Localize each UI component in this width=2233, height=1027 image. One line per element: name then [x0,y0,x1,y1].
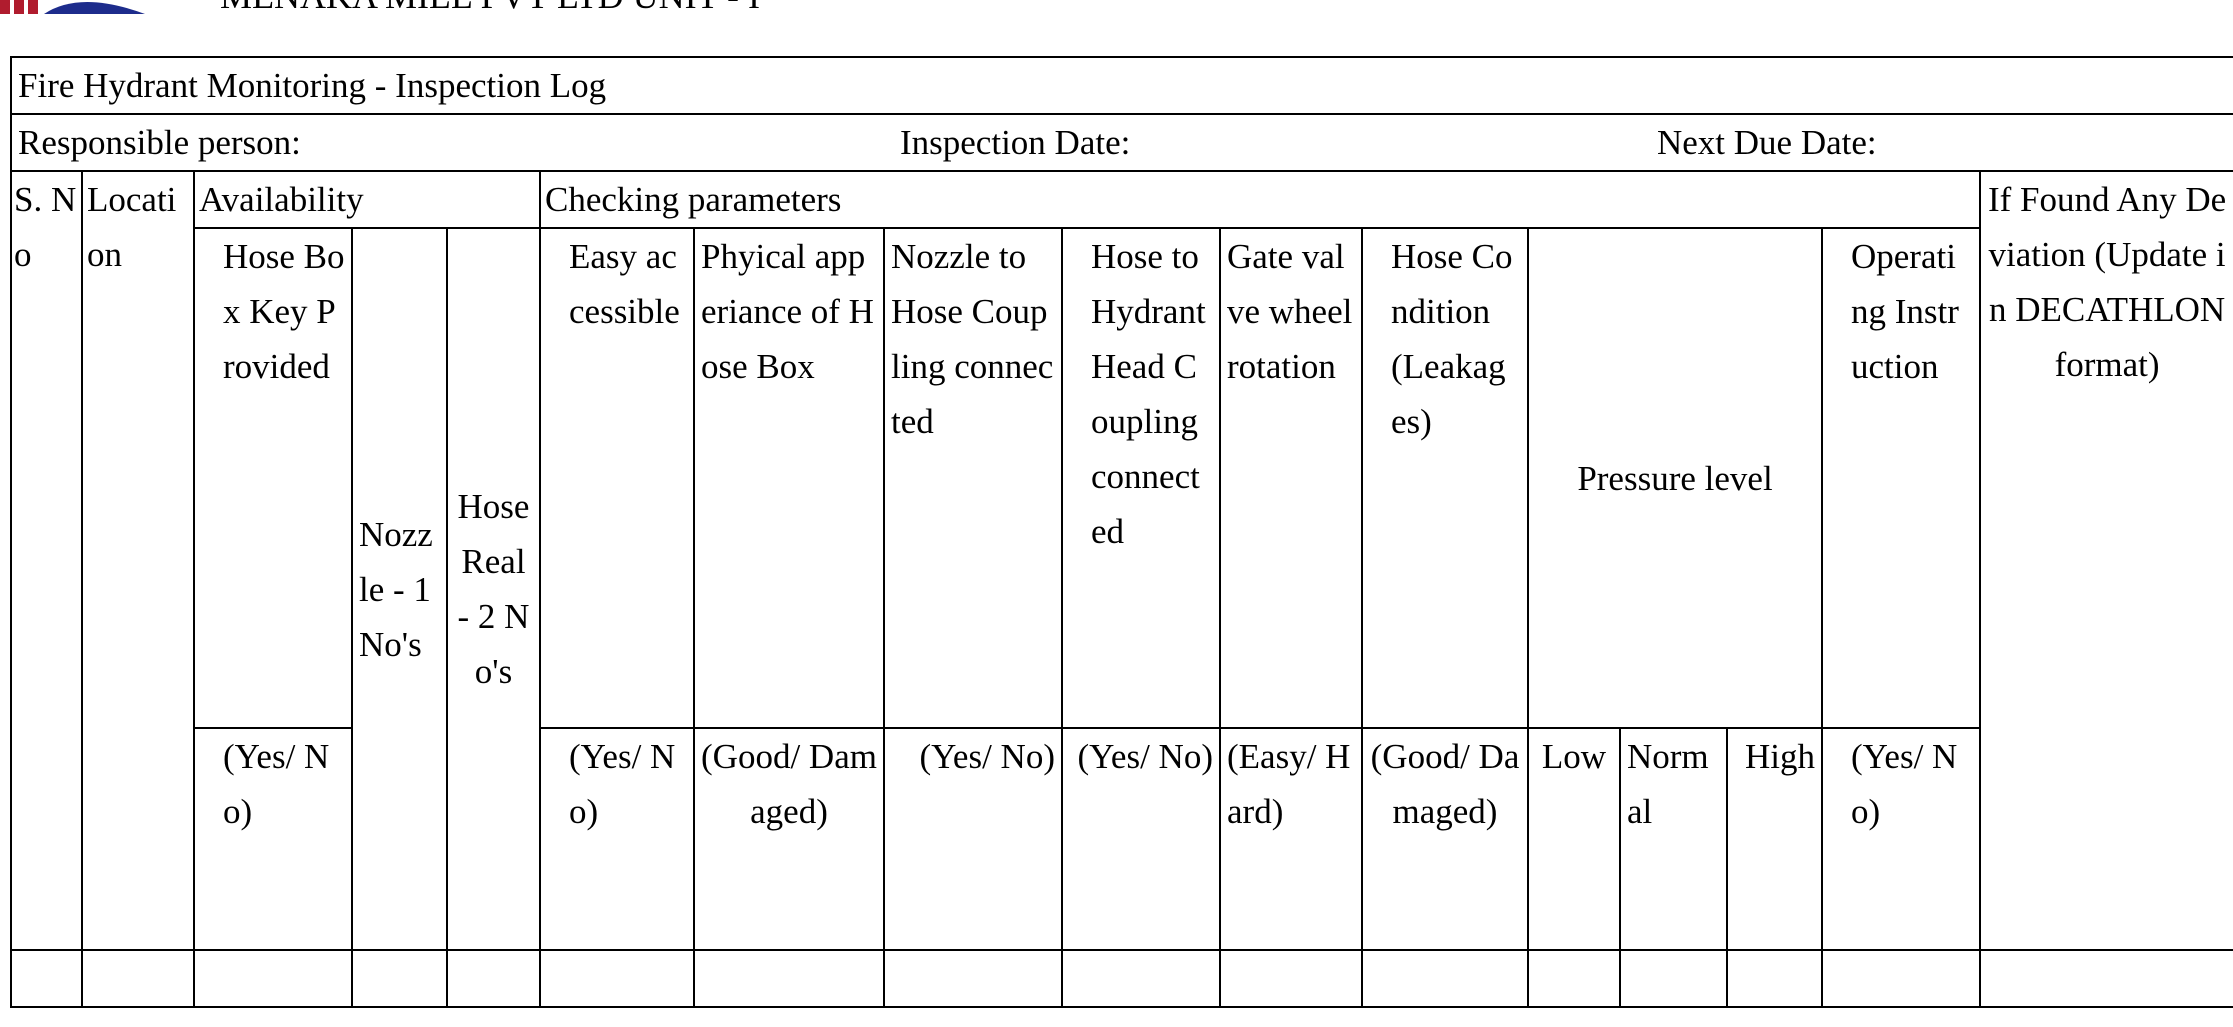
col-gate-valve: Gate valve wheel rotation [1219,227,1363,729]
col-hose-box-key: Hose Box Key Provided [193,227,353,729]
entry-pressure-normal[interactable] [1619,949,1728,1008]
col-pressure-level: Pressure level [1527,227,1823,729]
company-logo [0,0,150,14]
entry-gate-valve[interactable] [1219,949,1363,1008]
col-availability: Availability [193,170,541,229]
entry-sno[interactable] [10,949,83,1008]
entry-deviation[interactable] [1978,949,2233,1008]
col-physical-appearance: Phyical apperiance of Hose Box [693,227,885,729]
opt-easy-access: (Yes/ No) [539,727,695,951]
log-title: Fire Hydrant Monitoring - Inspection Log [9,56,2233,115]
col-nozzle: Nozzle - 1 No's [351,227,448,951]
inspection-date-label: Inspection Date: [900,123,1131,162]
opt-physical-appearance: (Good/ Damaged) [693,727,885,951]
opt-hose-box-key: (Yes/ No) [193,727,353,951]
entry-hose-reel[interactable] [446,949,541,1008]
col-location: Location [81,170,195,951]
opt-pressure-high: High [1726,727,1823,951]
opt-gate-valve: (Easy/ Hard) [1219,727,1363,951]
entry-easy-access[interactable] [539,949,695,1008]
opt-operating-instruction: (Yes/ No) [1821,727,1981,951]
company-name: MENAKA MILL PVT LTD UNIT - I [220,0,760,14]
entry-pressure-high[interactable] [1726,949,1823,1008]
col-checking-parameters: Checking parameters [539,170,1981,229]
col-deviation: If Found Any Deviation (Update in DECATH… [1978,170,2233,951]
col-hose-to-hydrant: Hose to Hydrant Head Coupling connected [1061,227,1221,729]
entry-location[interactable] [81,949,195,1008]
col-operating-instruction: Operating Instruction [1821,227,1981,729]
entry-hose-box-key[interactable] [193,949,353,1008]
opt-hose-to-hydrant: (Yes/ No) [1061,727,1221,951]
entry-physical-appearance[interactable] [693,949,885,1008]
opt-hose-condition: (Good/ Damaged) [1361,727,1529,951]
opt-pressure-low: Low [1527,727,1621,951]
col-hose-condition: Hose Condition (Leakages) [1361,227,1529,729]
col-easy-access: Easy accessible [539,227,695,729]
entry-nozzle-to-hose[interactable] [883,949,1063,1008]
opt-nozzle-to-hose: (Yes/ No) [883,727,1063,951]
responsible-person-label: Responsible person: [18,123,301,162]
entry-hose-condition[interactable] [1361,949,1529,1008]
col-nozzle-to-hose: Nozzle to Hose Coupling connected [883,227,1063,729]
next-due-date-label: Next Due Date: [1657,123,1877,162]
meta-row: Responsible person: Inspection Date: Nex… [9,113,2233,172]
entry-operating-instruction[interactable] [1821,949,1981,1008]
col-sno: S. No [10,170,83,951]
entry-pressure-low[interactable] [1527,949,1621,1008]
opt-pressure-normal: Normal [1619,727,1728,951]
inspection-log-table: Fire Hydrant Monitoring - Inspection Log… [9,56,2233,1008]
col-hose-reel: Hose Real - 2 No's [446,227,541,951]
entry-hose-to-hydrant[interactable] [1061,949,1221,1008]
entry-nozzle[interactable] [351,949,448,1008]
